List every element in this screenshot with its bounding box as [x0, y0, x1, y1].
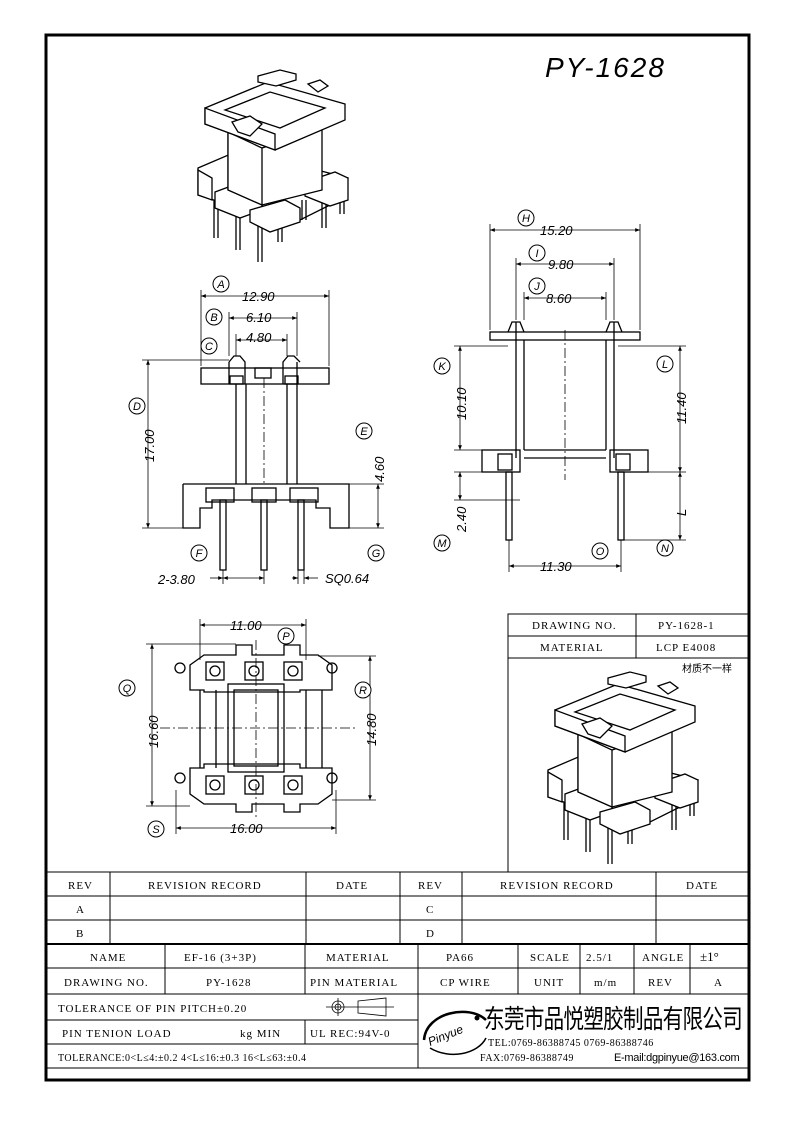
dim-H: 15.20 [540, 223, 573, 238]
dim-S: 16.00 [230, 821, 263, 836]
info-box [507, 613, 750, 873]
material-value: PA66 [446, 952, 474, 964]
dim-L: 11.40 [674, 392, 689, 424]
projection-symbol-icon [326, 997, 394, 1017]
dim-A: 12.90 [242, 289, 275, 304]
callout-C: C [205, 341, 213, 353]
unit-value: m/m [594, 977, 617, 989]
drawing-no-value: PY-1628 [206, 977, 252, 989]
drawing-title: PY-1628 [545, 52, 666, 83]
tolerance-pitch: TOLERANCE OF PIN PITCH±0.20 [58, 1003, 247, 1015]
dim-E: 4.60 [372, 456, 387, 482]
company-tel: TEL:0769-86388745 0769-86388746 [488, 1038, 654, 1049]
info-drawing-no-value: PY-1628-1 [658, 620, 715, 632]
rev-label: REV [648, 977, 673, 989]
callout-F: F [196, 548, 204, 560]
dim-F: 2-3.80 [157, 572, 196, 587]
callout-N: N [661, 543, 669, 555]
record-header-left: REVISION RECORD [148, 880, 262, 892]
side-view [481, 321, 649, 541]
callout-circles [118, 209, 674, 838]
name-label: NAME [90, 952, 126, 964]
callout-A: A [216, 279, 224, 291]
rev-header-left: REV [68, 880, 93, 892]
pin-load-label: PIN TENION LOAD [62, 1028, 172, 1040]
isometric-view-secondary [547, 671, 699, 864]
callout-P: P [282, 631, 290, 643]
company-name: 东莞市品悦塑胶制品有限公司 [484, 1004, 742, 1034]
callout-H: H [522, 213, 530, 225]
dim-Q: 16.60 [146, 715, 161, 748]
date-header-left: DATE [336, 880, 368, 892]
company-email: E-mail:dgpinyue@163.com [614, 1052, 739, 1064]
callout-O: O [596, 546, 605, 558]
dim-R: 14.80 [364, 713, 379, 746]
dim-B: 6.10 [246, 310, 272, 325]
rev-c: C [426, 904, 434, 916]
front-view-dimensions [142, 290, 384, 584]
bottom-view-dimensions [146, 619, 376, 834]
name-value: EF-16 (3+3P) [184, 952, 257, 964]
dim-G: SQ0.64 [325, 571, 369, 586]
date-header-right: DATE [686, 880, 718, 892]
revision-table [46, 871, 749, 944]
dim-I: 9.80 [548, 257, 574, 272]
callout-M: M [437, 538, 447, 550]
scale-label: SCALE [530, 952, 570, 964]
dim-J: 8.60 [546, 291, 572, 306]
callout-letters: A B C D E F G H I J K L M N O P Q R S [123, 213, 669, 836]
callout-B: B [210, 312, 217, 324]
callout-E: E [360, 426, 368, 438]
callout-R: R [359, 685, 367, 697]
callout-K: K [438, 361, 446, 373]
scale-value: 2.5/1 [586, 952, 613, 964]
side-view-dimensions [454, 224, 686, 572]
rev-header-right: REV [418, 880, 443, 892]
pin-material-value: CP WIRE [440, 977, 491, 989]
angle-label: ANGLE [642, 952, 684, 964]
front-view [182, 355, 350, 571]
dim-D: 17.00 [142, 429, 157, 462]
dim-P: 11.00 [230, 618, 262, 633]
info-material-label: MATERIAL [540, 642, 604, 654]
dim-M: 2.40 [454, 506, 469, 533]
dim-O: 11.30 [540, 559, 572, 574]
pin-material-label: PIN MATERIAL [310, 977, 398, 989]
pin-load-unit: kg MIN [240, 1028, 281, 1040]
rev-value: A [714, 977, 723, 989]
material-label: MATERIAL [326, 952, 390, 964]
dim-N: L [674, 509, 689, 516]
callout-L: L [662, 359, 668, 371]
isometric-view-main [197, 69, 349, 262]
info-material-value: LCP E4008 [656, 642, 716, 654]
rev-b: B [76, 928, 84, 940]
tolerance-general: TOLERANCE:0<L≤4:±0.2 4<L≤16:±0.3 16<L≤63… [58, 1053, 307, 1064]
logo-text: Pinyue [426, 1022, 466, 1049]
callout-J: J [533, 281, 540, 293]
company-fax: FAX:0769-86388749 [480, 1053, 574, 1064]
ul-rec: UL REC:94V-0 [310, 1028, 391, 1040]
info-drawing-no-label: DRAWING NO. [532, 620, 617, 632]
record-header-right: REVISION RECORD [500, 880, 614, 892]
sheet-border [44, 33, 751, 1082]
dim-C: 4.80 [246, 330, 272, 345]
angle-value: ±1° [700, 949, 719, 964]
title-block [46, 943, 749, 1069]
callout-S: S [152, 824, 160, 836]
callout-Q: Q [123, 683, 132, 695]
info-note: 材质不一样 [682, 662, 732, 675]
callout-I: I [535, 248, 538, 260]
company-logo-icon: Pinyue [422, 1010, 487, 1056]
rev-a: A [76, 904, 85, 916]
drawing-no-label: DRAWING NO. [64, 977, 149, 989]
callout-G: G [372, 548, 381, 560]
bottom-view [160, 640, 356, 820]
unit-label: UNIT [534, 977, 564, 989]
callout-D: D [133, 401, 141, 413]
dim-K: 10.10 [454, 387, 469, 420]
rev-d: D [426, 928, 435, 940]
